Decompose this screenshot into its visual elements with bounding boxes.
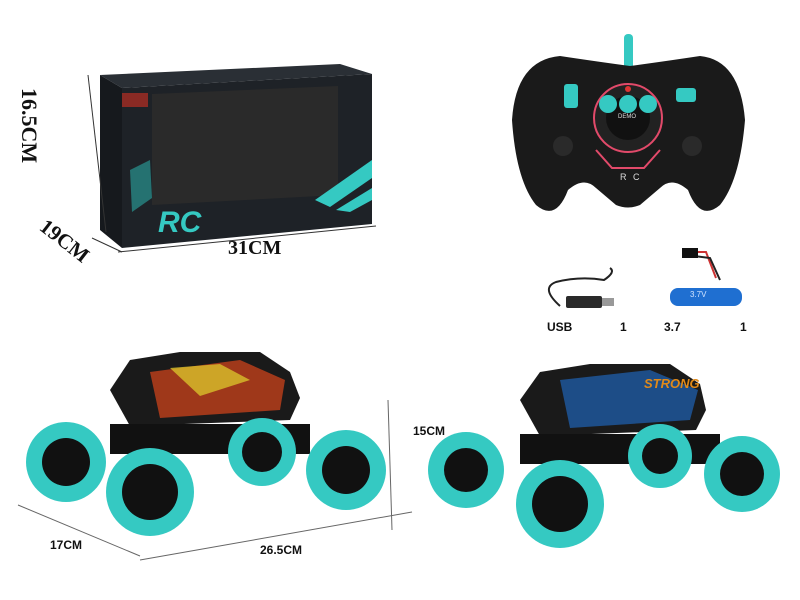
- box-logo: RC: [158, 206, 202, 239]
- car-right-decal: STRONG: [644, 376, 700, 391]
- remote-mode-button-text: DEMO: [618, 114, 636, 120]
- usb-label: USB: [547, 320, 573, 334]
- battery-qty: 1: [740, 320, 747, 334]
- remote-label: R C: [620, 172, 642, 182]
- car-left-depth-label: 17CM: [50, 538, 83, 552]
- box-width-label: 31CM: [228, 237, 282, 259]
- battery-label: 3.7: [664, 320, 681, 334]
- battery-print: 3.7V: [690, 290, 707, 299]
- car-left-length-label: 26.5CM: [260, 543, 303, 557]
- box-height-label: 16.5CM: [17, 88, 42, 164]
- car-right-height-label: 15CM: [413, 424, 446, 438]
- usb-qty: 1: [620, 320, 627, 334]
